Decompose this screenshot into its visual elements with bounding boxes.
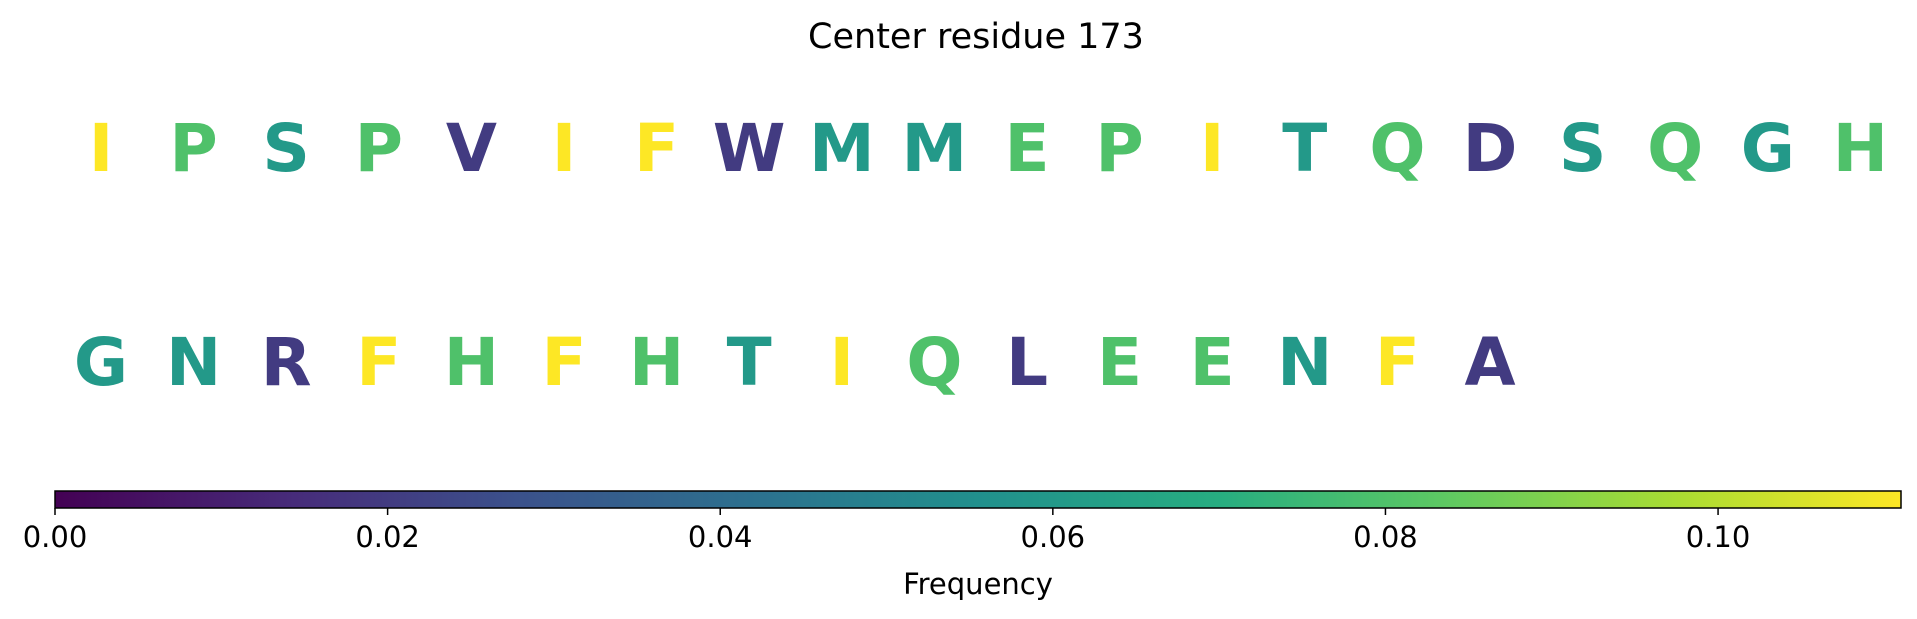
colorbar <box>54 490 1902 509</box>
chart-title: Center residue 173 <box>808 17 1144 57</box>
residue-letter: P <box>1095 110 1143 187</box>
residue-letter: M <box>902 110 968 187</box>
residue-letter: G <box>1741 110 1795 187</box>
residue-letter: E <box>1004 110 1049 187</box>
residue-letter: I <box>89 110 114 187</box>
colorbar-tick-label: 0.00 <box>23 520 88 554</box>
residue-letter: N <box>166 324 221 401</box>
residue-letter: L <box>1006 324 1048 401</box>
colorbar-tick-label: 0.06 <box>1021 520 1086 554</box>
residue-letter: W <box>713 110 786 187</box>
colorbar-tick-label: 0.08 <box>1353 520 1418 554</box>
residue-letter: P <box>169 110 217 187</box>
residue-letter: P <box>355 110 403 187</box>
residue-letter: E <box>1190 324 1235 401</box>
colorbar-label: Frequency <box>903 567 1053 601</box>
residue-letter: N <box>1277 324 1332 401</box>
residue-letter: H <box>444 324 499 401</box>
colorbar-tick-label: 0.04 <box>688 520 753 554</box>
residue-letter: M <box>809 110 875 187</box>
residue-letter: R <box>261 324 312 401</box>
residue-letter: I <box>552 110 577 187</box>
residue-letter: V <box>446 110 497 187</box>
residue-letter: E <box>1097 324 1142 401</box>
colorbar-gradient <box>54 490 1902 509</box>
residue-letter: T <box>727 324 772 401</box>
residue-letter: S <box>1559 110 1607 187</box>
residue-letter: D <box>1463 110 1518 187</box>
residue-letter: F <box>541 324 586 401</box>
residue-letter: T <box>1282 110 1327 187</box>
residue-letter: I <box>830 324 855 401</box>
residue-letter: Q <box>906 324 962 401</box>
residue-letter: Q <box>1369 110 1425 187</box>
residue-letter: F <box>1375 324 1420 401</box>
residue-letter: F <box>356 324 401 401</box>
residue-letter: F <box>634 110 679 187</box>
colorbar-tick-label: 0.02 <box>355 520 420 554</box>
residue-letter: S <box>262 110 310 187</box>
residue-letter: G <box>74 324 128 401</box>
residue-letter: H <box>629 324 684 401</box>
residue-letter: I <box>1200 110 1225 187</box>
colorbar-ticks: 0.00 0.02 0.04 0.06 0.08 0.10 <box>23 508 1751 554</box>
colorbar-tick-label: 0.10 <box>1686 520 1751 554</box>
residue-letter: A <box>1464 324 1515 401</box>
residue-letter: H <box>1833 110 1888 187</box>
residue-letter: Q <box>1647 110 1703 187</box>
